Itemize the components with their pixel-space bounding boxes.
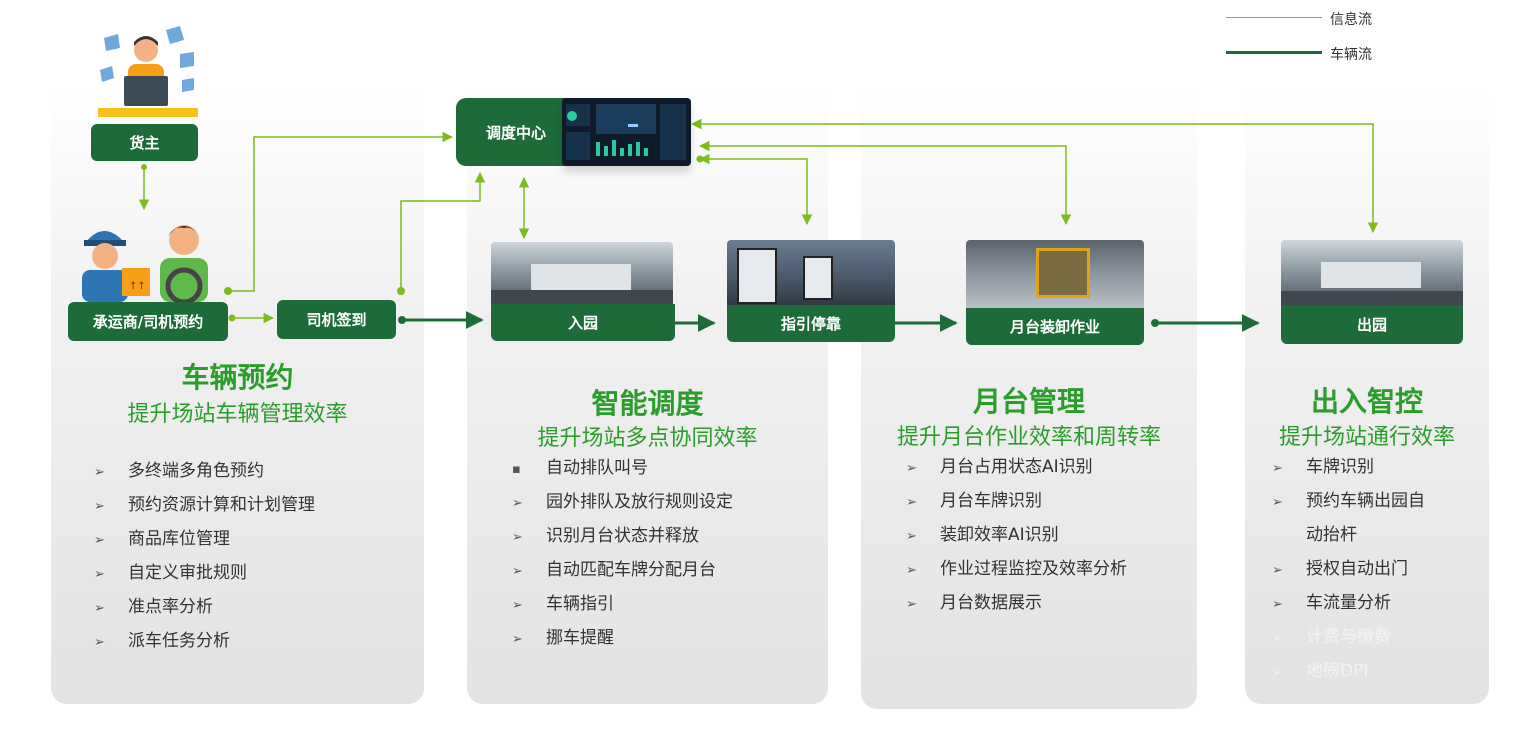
section-access-control-list: ➢车牌识别 ➢预约车辆出园自 动抬杆 ➢授权自动出门 ➢车流量分析 ➢计费与缴费… [1272,450,1425,688]
list-item: ➢准点率分析 [94,590,315,624]
arrow-bullet-icon: ➢ [94,499,105,514]
arrow-bullet-icon: ➢ [94,635,105,650]
list-item: ➢挪车提醒 [512,621,733,655]
driver-checkin-node[interactable]: 司机签到 [277,300,396,339]
owner-illustration [96,24,200,119]
list-item: ➢预约资源计算和计划管理 [94,488,315,522]
panel-vehicle-booking [51,86,424,704]
arrow-bullet-icon: ➢ [512,632,523,647]
carrier-driver-illustration: ↑↑ [74,214,224,305]
section-vehicle-booking-list: ➢多终端多角色预约 ➢预约资源计算和计划管理 ➢商品库位管理 ➢自定义审批规则 … [94,454,315,658]
list-item: ➢商品库位管理 [94,522,315,556]
list-item: 动抬杆 [1306,525,1357,545]
arrow-bullet-icon: ➢ [906,529,917,544]
section-access-control-title: 出入智控 [1310,385,1423,418]
legend-vehicle-flow-line [1226,51,1322,54]
arrow-bullet-icon: ➢ [94,533,105,548]
list-item: ▪自动排队叫号 [512,451,733,485]
info-dispatch-guide [698,153,813,226]
arrow-bullet-icon: ➢ [94,601,105,616]
info-checkin-to-dispatch [400,171,486,291]
dispatch-dashboard-screen [562,98,691,166]
legend: 信息流 车辆流 [1220,5,1420,65]
svg-text:↑↑: ↑↑ [129,281,146,292]
arrow-bullet-icon: ➢ [906,495,917,510]
arrow-bullet-icon: ➢ [1272,563,1283,578]
arrow-bullet-icon: ➢ [906,563,917,578]
legend-info-flow-label: 信息流 [1330,12,1372,28]
list-item: ➢地磅DPI [1272,654,1425,688]
owner-node[interactable]: 货主 [91,124,198,161]
list-item: ➢车流量分析 [1272,586,1425,620]
arrow-bullet-icon: ➢ [1272,461,1283,476]
list-item: ➢月台占用状态AI识别 [906,450,1127,484]
enter-park-photo [491,242,673,304]
arrow-bullet-icon: ➢ [94,567,105,582]
list-item: ➢月台车牌识别 [906,484,1127,518]
list-item: ➢预约车辆出园自 [1272,484,1425,518]
section-dock-management-list: ➢月台占用状态AI识别 ➢月台车牌识别 ➢装卸效率AI识别 ➢作业过程监控及效率… [906,450,1127,620]
section-smart-dispatch-subtitle: 提升场站多点协同效率 [537,426,758,451]
dock-loading-photo [966,240,1144,308]
section-access-control-subtitle: 提升场站通行效率 [1278,425,1455,450]
arrow-bullet-icon: ➢ [512,530,523,545]
list-item: ➢计费与缴费 [1272,620,1425,654]
dispatch-center-node[interactable]: 调度中心 [456,98,576,166]
list-item: ➢月台数据展示 [906,586,1127,620]
section-vehicle-booking-title: 车辆预约 [181,361,294,394]
list-item: ➢自定义审批规则 [94,556,315,590]
section-smart-dispatch-list: ▪自动排队叫号 ➢园外排队及放行规则设定 ➢识别月台状态并释放 ➢自动匹配车牌分… [512,451,733,655]
guide-parking-node[interactable]: 指引停靠 [727,305,895,342]
info-booking-to-dispatch [228,131,454,292]
section-vehicle-booking-subtitle: 提升场站车辆管理效率 [127,402,348,427]
arrow-bullet-icon: ➢ [94,465,105,480]
exit-park-node[interactable]: 出园 [1281,305,1463,344]
list-item: ➢园外排队及放行规则设定 [512,485,733,519]
list-item: ➢车辆指引 [512,587,733,621]
arrow-bullet-icon: ➢ [1272,631,1283,646]
section-dock-management-subtitle: 提升月台作业效率和周转率 [896,425,1161,450]
carrier-booking-node[interactable]: 承运商/司机预约 [68,302,228,341]
arrow-bullet-icon: ➢ [512,598,523,613]
info-dispatch-exit [690,118,1379,234]
legend-info-flow-line [1226,17,1322,18]
list-item: ➢多终端多角色预约 [94,454,315,488]
square-bullet-icon: ▪ [512,462,521,477]
list-item: ➢派车任务分析 [94,624,315,658]
section-smart-dispatch-title: 智能调度 [591,387,704,420]
enter-park-node[interactable]: 入园 [491,304,675,341]
info-dispatch-dock [698,140,1072,226]
legend-vehicle-flow-label: 车辆流 [1330,47,1372,63]
list-item: ➢装卸效率AI识别 [906,518,1127,552]
arrow-bullet-icon: ➢ [512,564,523,579]
arrow-bullet-icon: ➢ [906,597,917,612]
section-dock-management-title: 月台管理 [972,385,1085,418]
list-item: ➢授权自动出门 [1272,552,1425,586]
guide-parking-photo [727,240,895,306]
list-item: ➢自动匹配车牌分配月台 [512,553,733,587]
list-item: ➢作业过程监控及效率分析 [906,552,1127,586]
arrow-bullet-icon: ➢ [906,461,917,476]
dock-loading-node[interactable]: 月台装卸作业 [966,308,1144,345]
arrow-bullet-icon: ➢ [1272,665,1283,680]
exit-park-photo [1281,240,1463,305]
arrow-bullet-icon: ➢ [512,496,523,511]
arrow-bullet-icon: ➢ [1272,597,1283,612]
list-item: ➢车牌识别 [1272,450,1425,484]
arrow-bullet-icon: ➢ [1272,495,1283,510]
list-item: ➢识别月台状态并释放 [512,519,733,553]
